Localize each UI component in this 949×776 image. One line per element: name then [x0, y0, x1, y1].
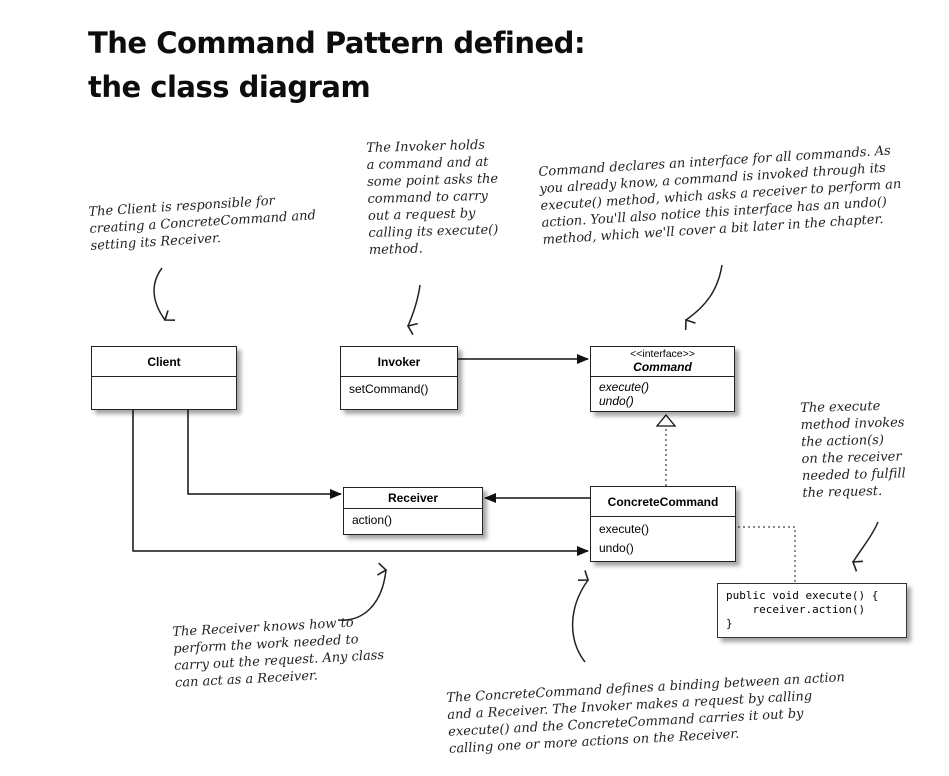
receiver-method-action: action() [352, 513, 393, 527]
title-line-1: The Command Pattern defined: [88, 26, 586, 60]
client-to-concrete-arrow [132, 410, 589, 556]
execute-code-snippet: public void execute() { receiver.action(… [717, 583, 907, 638]
concretecommand-method-undo: undo() [599, 541, 634, 555]
execute-note-arrow [851, 521, 879, 572]
receiver-note-arrow [337, 562, 388, 621]
class-invoker: Invoker setCommand() [340, 346, 458, 410]
execute-to-code-dotted-line [648, 526, 796, 583]
command-note-arrow [684, 264, 723, 331]
receiver-annotation: The Receiver knows how to perform the wo… [172, 613, 385, 692]
class-client: Client [91, 346, 237, 410]
code-line-1: public void execute() { [726, 589, 879, 602]
client-to-receiver-arrow [187, 410, 342, 499]
execute-annotation: The execute method invokes the action(s)… [800, 397, 906, 502]
command-method-execute: execute() [599, 380, 650, 394]
invoker-annotation-line: calling its execute() [368, 222, 499, 241]
code-line-3: } [726, 617, 733, 630]
implements-triangle [655, 413, 677, 427]
concretecommand-method-execute: execute() [599, 522, 650, 536]
invoker-method-setcommand: setCommand() [349, 382, 429, 396]
invoker-note-arrow [406, 284, 421, 336]
concrete-note-arrow [571, 570, 590, 663]
client-note-arrow [153, 267, 176, 321]
class-concretecommand-name: ConcreteCommand [591, 487, 735, 517]
code-line-2: receiver.action() [726, 603, 866, 616]
command-method-undo: undo() [599, 394, 634, 408]
invoker-annotation-line: method. [368, 241, 423, 258]
class-invoker-name: Invoker [341, 347, 457, 377]
execute-annotation-line: method invokes [800, 415, 905, 433]
execute-annotation-line: needed to fulfill [801, 466, 906, 484]
command-stereotype: <<interface>> [630, 348, 695, 360]
execute-annotation-line: the request. [802, 483, 883, 501]
invoker-annotation-line: command to carry [367, 188, 489, 207]
class-receiver: Receiver action() [343, 487, 483, 535]
class-receiver-name: Receiver [344, 488, 482, 509]
class-command-name: Command [633, 360, 692, 374]
class-client-name: Client [92, 347, 236, 377]
class-command-interface: <<interface>> Command execute() undo() [590, 346, 735, 412]
class-concretecommand: ConcreteCommand execute() undo() [590, 486, 736, 562]
invoker-annotation: The Invoker holds a command and at some … [366, 137, 500, 259]
title-line-2: the class diagram [88, 70, 371, 104]
